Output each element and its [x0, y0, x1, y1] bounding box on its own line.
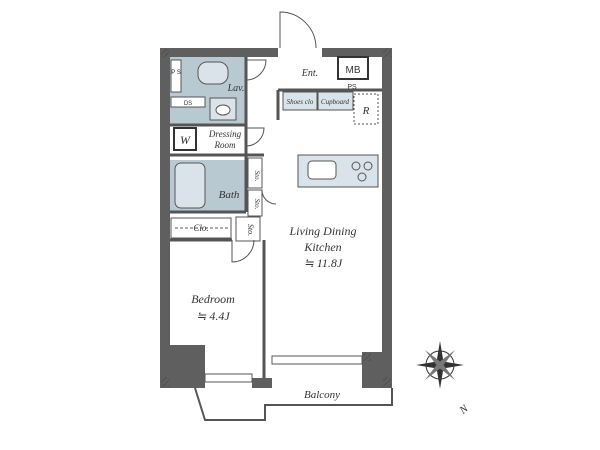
ldk-label-1: Living Dining	[288, 224, 356, 238]
dressing-label-2: Room	[214, 140, 236, 150]
corner-hatch	[383, 49, 391, 57]
wall-right	[382, 48, 392, 388]
mb-box	[337, 56, 369, 80]
dressing-label-1: Dressing	[208, 129, 242, 139]
wall-left	[160, 48, 170, 388]
windows	[204, 355, 363, 383]
cupboard-label: Cupboard	[321, 98, 350, 106]
wall-bottom-left-column	[170, 345, 205, 378]
corner-hatch	[161, 377, 169, 387]
refrigerator-label: R	[362, 105, 370, 117]
stove-burner-icon	[357, 172, 367, 182]
ds-duct	[170, 96, 206, 108]
stove-burner-icon	[351, 161, 361, 171]
ps-label-left: P S	[171, 70, 181, 76]
kitchen-sink-icon	[307, 160, 337, 180]
corner-hatch	[383, 377, 391, 387]
entrance-door	[279, 11, 317, 49]
storage-1	[247, 157, 263, 189]
bedroom-door	[231, 239, 255, 263]
bedroom-area: ≒ 4.4J	[196, 309, 230, 323]
storage-3	[235, 216, 261, 242]
wall-bottom-mid	[252, 378, 272, 388]
storage-2	[247, 189, 263, 217]
living-window	[271, 355, 363, 365]
washer-label: W	[180, 133, 191, 147]
storage-label-3: Sto.	[246, 224, 255, 236]
wall-top-left	[160, 48, 278, 57]
lav-door	[245, 59, 267, 81]
corner-hatch	[363, 353, 371, 361]
ds-label: DS	[184, 101, 192, 107]
dressing-door	[245, 127, 265, 147]
mb-label: MB	[346, 65, 361, 76]
bath-floor	[210, 160, 246, 212]
lav-label: Lav.	[227, 83, 245, 94]
basin-bowl-icon	[215, 104, 231, 116]
interior-walls	[170, 57, 382, 378]
balcony-outline	[194, 387, 393, 421]
bedroom-label: Bedroom	[191, 292, 235, 306]
storage-label-1: Sto.	[253, 171, 261, 182]
closet-label: Clo.	[193, 223, 208, 233]
shoes-closet	[282, 91, 318, 111]
interior-doors	[231, 59, 277, 263]
ps-label-top: PS	[347, 84, 357, 91]
storage-door	[261, 189, 277, 205]
washer-box	[173, 127, 197, 151]
toilet-icon	[197, 61, 229, 85]
entrance-door-swing	[279, 11, 317, 49]
bedroom-window	[204, 373, 253, 383]
shoes-closet-label: Shoes clo	[287, 98, 314, 106]
compass-icon	[416, 341, 464, 389]
ldk-area: ≒ 11.8J	[304, 256, 343, 270]
bath-label: Bath	[219, 189, 240, 201]
cupboard	[317, 91, 354, 111]
ps-pipe-space	[170, 59, 182, 93]
wall-top-right	[322, 48, 392, 57]
balcony-label: Balcony	[304, 389, 340, 401]
entrance-label: Ent.	[301, 68, 318, 79]
corner-hatch	[161, 49, 169, 57]
ldk-label-2: Kitchen	[303, 240, 341, 254]
bathtub-icon	[174, 162, 206, 209]
storage-label-2: Sto.	[253, 199, 261, 210]
storage-units	[235, 157, 263, 242]
compass-north-label: N	[457, 402, 472, 417]
refrigerator-space	[353, 93, 379, 125]
stove-burner-icon	[363, 161, 373, 171]
wall-bottom-left	[160, 378, 205, 388]
